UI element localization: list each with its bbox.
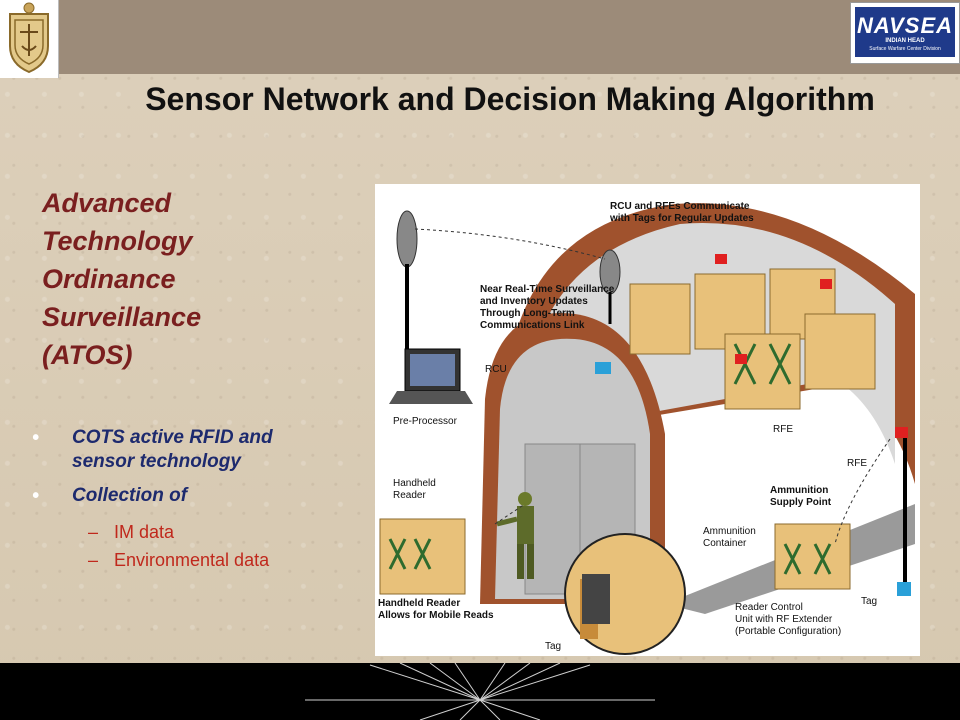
rcu-label: RCU xyxy=(485,364,507,375)
dash-marker: – xyxy=(88,550,99,570)
reader-control-label: (Portable Configuration) xyxy=(735,626,841,637)
pre-processor-label: Pre-Processor xyxy=(393,416,458,427)
subtitle-line: Advanced xyxy=(42,188,172,218)
ammo-pallets xyxy=(629,254,876,410)
bullet-marker: • xyxy=(32,485,40,507)
bunker-dish-icon xyxy=(595,249,621,374)
soldier-figure xyxy=(496,492,534,579)
tag-magnifier xyxy=(564,533,686,655)
handheld-reader-label: Reader xyxy=(393,490,426,501)
navsea-logo-text: NAVSEA xyxy=(856,13,954,38)
ammo-container-label: Container xyxy=(703,538,747,549)
navsea-logo: NAVSEA INDIAN HEAD Surface Warfare Cente… xyxy=(850,2,960,64)
bullet-item: • COTS active RFID and sensor technology xyxy=(30,426,330,474)
rcu-rfe-comm-label: with Tags for Regular Updates xyxy=(609,213,754,224)
handheld-reader-label: Handheld xyxy=(393,478,436,489)
subtitle-line: Surveillance xyxy=(42,302,202,332)
bullet-marker: • xyxy=(32,427,40,449)
academy-crest-logo xyxy=(0,0,59,78)
tag-bottom-label: Tag xyxy=(545,641,561,652)
sub-bullet-text: Environmental data xyxy=(114,550,270,570)
atos-diagram: RCU and RFEs Communicate with Tags for R… xyxy=(375,184,920,656)
sub-bullet-item: – Environmental data xyxy=(30,546,330,574)
bullet-text: Collection of xyxy=(72,485,188,506)
rcu-rfe-comm-label: RCU and RFEs Communicate xyxy=(610,201,750,212)
slide-title: Sensor Network and Decision Making Algor… xyxy=(145,81,875,117)
supply-pallet xyxy=(774,427,911,596)
subtitle-line: Technology xyxy=(42,226,193,256)
navsea-logo-line2: Surface Warfare Center Division xyxy=(869,46,941,52)
ammo-supply-label: Supply Point xyxy=(770,497,832,508)
bullet-text: COTS active RFID and sensor technology xyxy=(72,427,273,472)
laptop-icon xyxy=(389,348,473,404)
rfe-center-label: RFE xyxy=(773,424,793,435)
dish-antenna-icon xyxy=(396,210,418,359)
sub-bullet-text: IM data xyxy=(114,522,175,542)
surveillance-label: and Inventory Updates xyxy=(480,296,588,307)
bullet-item: • Collection of xyxy=(30,484,330,508)
reader-control-label: Reader Control xyxy=(735,602,803,613)
ammo-supply-label: Ammunition xyxy=(770,485,828,496)
handheld-mobile-label: Allows for Mobile Reads xyxy=(378,610,494,621)
handheld-mobile-label: Handheld Reader xyxy=(378,598,460,609)
header-bar xyxy=(0,0,960,74)
surveillance-label: Communications Link xyxy=(480,320,585,331)
starburst-decoration xyxy=(305,662,655,720)
ammo-container-label: Ammunition xyxy=(703,526,756,537)
dash-marker: – xyxy=(88,522,99,542)
footer-bar xyxy=(0,662,960,720)
tag-right-label: Tag xyxy=(861,596,877,607)
surveillance-label: Near Real-Time Surveillance xyxy=(480,284,615,295)
reader-control-label: Unit with RF Extender xyxy=(735,614,833,625)
slide-subtitle: Advanced Technology Ordinance Surveillan… xyxy=(42,184,302,374)
sub-bullet-item: – IM data xyxy=(30,518,330,546)
link-lines xyxy=(414,228,891,545)
surveillance-label: Through Long-Term xyxy=(480,308,575,319)
bullet-list: • COTS active RFID and sensor technology… xyxy=(30,426,330,574)
handheld-pallet xyxy=(379,518,466,595)
subtitle-line: (ATOS) xyxy=(42,340,133,370)
navsea-logo-line1: INDIAN HEAD xyxy=(885,38,925,44)
rfe-right-label: RFE xyxy=(847,458,867,469)
subtitle-line: Ordinance xyxy=(42,264,176,294)
